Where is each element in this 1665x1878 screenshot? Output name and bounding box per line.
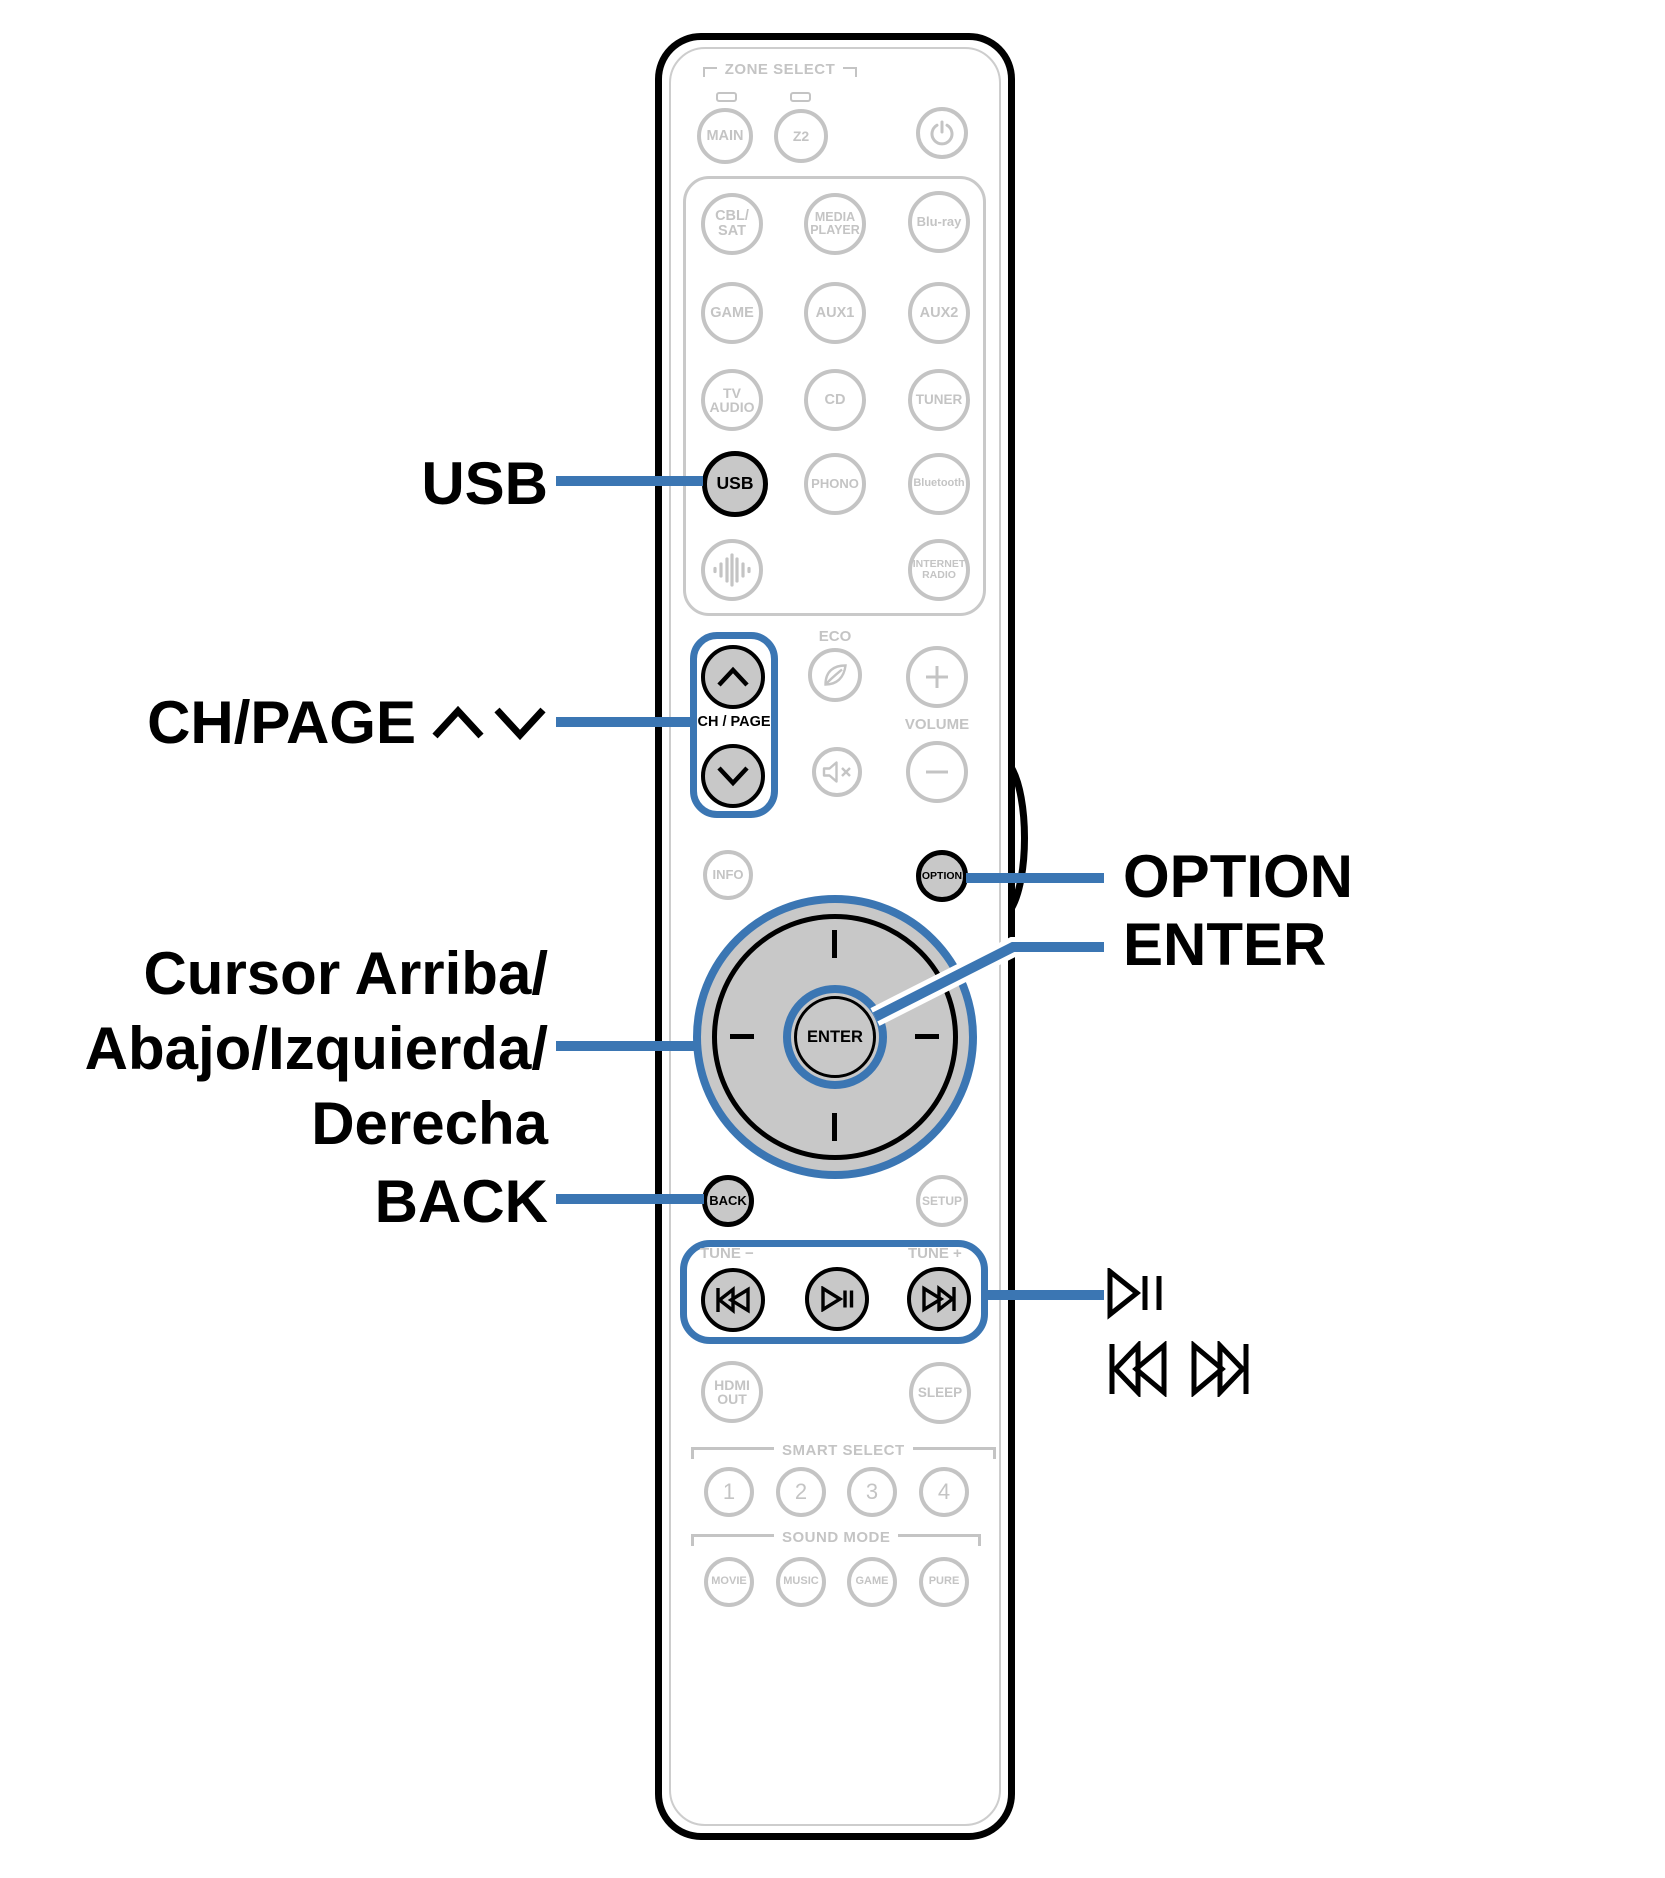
volume-plus-icon: [926, 666, 948, 688]
info-button: INFO: [703, 850, 753, 900]
z2-zone-led: [790, 92, 811, 102]
smart-select-1-button: 1: [704, 1467, 754, 1517]
setup-button: SETUP: [916, 1175, 968, 1227]
hdmi-out-button: HDMI OUT: [701, 1361, 763, 1423]
source-game-button: GAME: [701, 282, 763, 344]
ch-page-label: CH / PAGE: [697, 714, 771, 730]
main-zone-led: [716, 92, 737, 102]
chevron-up-icon: [432, 705, 484, 738]
skip-back-icon: [716, 1286, 750, 1314]
enter-button: ENTER: [783, 985, 887, 1089]
volume-label: VOLUME: [904, 716, 970, 733]
back-callout-label: BACK: [374, 1168, 548, 1235]
volume-up-button: [906, 646, 968, 708]
source-cbl-sat-button: CBL/ SAT: [701, 193, 763, 255]
bracket-left-icon: [702, 67, 717, 77]
cursor-down-mark: [832, 1113, 837, 1141]
cursor-right-mark: [915, 1034, 939, 1039]
smart-select-2-button: 2: [776, 1467, 826, 1517]
eco-leaf-icon: [824, 664, 847, 686]
ch-page-callout-text: CH/PAGE: [147, 689, 416, 756]
sound-mode-music-button: MUSIC: [776, 1557, 826, 1607]
sleep-button: SLEEP: [909, 1362, 971, 1424]
main-zone-button: MAIN: [697, 108, 753, 164]
cursor-up-mark: [832, 930, 837, 958]
source-panel: [683, 176, 986, 616]
z2-zone-button: Z2: [774, 109, 828, 163]
source-bluetooth-button: Bluetooth: [908, 453, 970, 515]
ch-page-down-button: [701, 744, 765, 808]
transport-highlight: [680, 1240, 988, 1344]
zone-select-header: ZONE SELECT: [690, 60, 870, 80]
usb-callout-line: [556, 476, 703, 486]
option-callout-line: [966, 873, 1104, 883]
voice-icon: [713, 553, 751, 587]
cursor-callout-label: Cursor Arriba/ Abajo/Izquierda/ Derecha: [84, 940, 548, 1157]
header-line-left: [691, 1447, 774, 1459]
volume-down-button: [906, 741, 968, 803]
eco-label: ECO: [818, 628, 852, 645]
source-tv-audio-button: TV AUDIO: [701, 369, 763, 431]
header-line-right: [898, 1534, 982, 1546]
play-pause-icon: [821, 1286, 854, 1312]
header-line-right: [912, 1447, 996, 1459]
back-callout-line: [556, 1194, 704, 1204]
cursor-left-mark: [730, 1034, 754, 1039]
ch-page-callout-line: [556, 717, 693, 727]
option-callout-label: OPTION: [1123, 843, 1354, 910]
power-button: [916, 107, 968, 159]
option-button: OPTION: [916, 850, 968, 902]
tune-minus-label: TUNE −: [700, 1245, 754, 1262]
chevron-up-icon: [717, 666, 749, 687]
smart-select-label: SMART SELECT: [782, 1442, 905, 1459]
source-phono-button: PHONO: [804, 453, 866, 515]
skip-back-button: [701, 1268, 765, 1332]
header-line-left: [691, 1534, 774, 1546]
source-blu-ray-button: Blu-ray: [908, 191, 970, 253]
source-media-player-button: MEDIA PLAYER: [804, 193, 866, 255]
sound-mode-movie-button: MOVIE: [704, 1557, 754, 1607]
source-internet-radio-button: INTERNET RADIO: [908, 539, 970, 601]
skip-forward-button: [907, 1267, 971, 1331]
source-cd-button: CD: [804, 369, 866, 431]
ch-page-up-button: [701, 645, 765, 709]
sound-mode-pure-button: PURE: [919, 1557, 969, 1607]
source-aux1-button: AUX1: [804, 282, 866, 344]
sound-mode-game-button: GAME: [847, 1557, 897, 1607]
mute-icon: [822, 761, 851, 783]
smart-select-header: SMART SELECT: [691, 1441, 996, 1461]
source-usb-button: USB: [702, 451, 768, 517]
transport-callout-line: [988, 1290, 1104, 1300]
play-pause-button: [805, 1267, 869, 1331]
skip-forward-icon: [922, 1285, 956, 1313]
sound-mode-header: SOUND MODE: [691, 1528, 982, 1548]
remote-inner-outline: [669, 47, 1001, 1826]
sound-mode-label: SOUND MODE: [782, 1529, 891, 1546]
enter-callout-label: ENTER: [1123, 911, 1327, 978]
mute-button: [812, 747, 862, 797]
cursor-callout-line: [556, 1041, 697, 1051]
smart-select-3-button: 3: [847, 1467, 897, 1517]
chevron-down-icon: [494, 707, 546, 740]
ch-page-callout-label: CH/PAGE: [147, 685, 548, 760]
source-tuner-button: TUNER: [908, 369, 970, 431]
bracket-right-icon: [843, 67, 858, 77]
source-aux2-button: AUX2: [908, 282, 970, 344]
eco-button: [808, 648, 862, 702]
power-icon: [930, 120, 954, 146]
tune-plus-label: TUNE +: [908, 1245, 962, 1262]
cursor-pad-ring: [712, 914, 958, 1160]
play-pause-callout-icon: [1107, 1268, 1162, 1320]
enter-button-ring: [794, 996, 876, 1078]
ch-page-highlight: [690, 632, 778, 818]
volume-minus-icon: [926, 770, 948, 774]
zone-select-label: ZONE SELECT: [724, 61, 836, 78]
skip-back-forward-callout-icons: [1109, 1341, 1249, 1397]
smart-select-4-button: 4: [919, 1467, 969, 1517]
usb-callout-label: USB: [421, 450, 548, 517]
back-button: BACK: [702, 1175, 754, 1227]
voice-control-button: [701, 539, 763, 601]
chevron-down-icon: [717, 766, 749, 787]
